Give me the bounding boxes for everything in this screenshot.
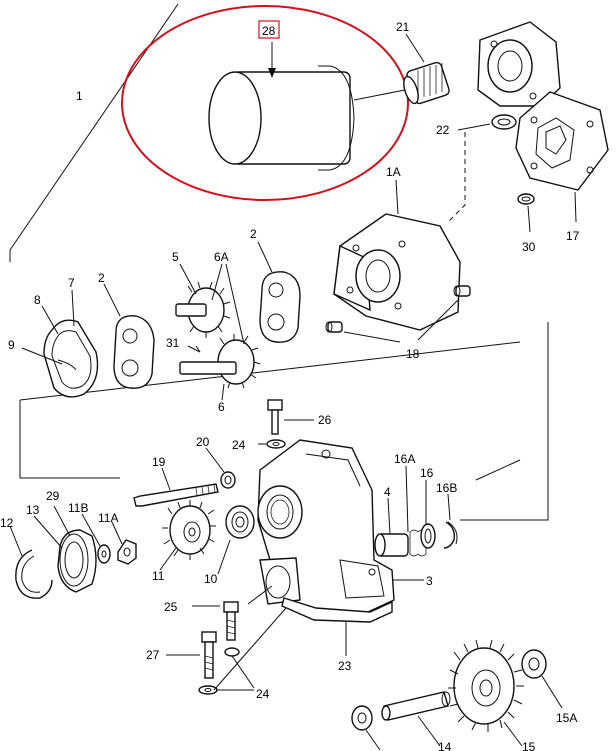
label-30: 30 xyxy=(522,240,536,254)
label-1: 1 xyxy=(76,89,83,103)
label-6A: 6A xyxy=(214,250,229,264)
snap-ring-part-12 xyxy=(9,525,53,599)
driven-gear-part-6 xyxy=(179,334,261,401)
label-8: 8 xyxy=(34,293,41,307)
spur-gear-part-11 xyxy=(159,500,216,571)
threaded-nipple-part-21 xyxy=(403,33,450,105)
label-10: 10 xyxy=(204,572,218,586)
idler-gear-part-15 xyxy=(448,639,524,747)
label-28[interactable]: 28 xyxy=(262,24,276,38)
label-12: 12 xyxy=(0,516,14,530)
dowel-pins-part-18 xyxy=(325,285,471,343)
bearing-part-10 xyxy=(217,505,255,575)
label-7: 7 xyxy=(68,276,75,290)
bolt-part-25 xyxy=(192,601,239,641)
washer-part-24-top xyxy=(258,439,286,449)
label-2-right: 2 xyxy=(250,227,257,241)
bearing-plate-part-2-right xyxy=(257,241,301,343)
drive-gear-part-5 xyxy=(175,263,231,338)
label-19: 19 xyxy=(152,455,166,469)
label-16A: 16A xyxy=(394,452,415,466)
label-15A: 15A xyxy=(556,711,577,725)
label-15: 15 xyxy=(522,740,536,751)
assembly-bracket-lines xyxy=(9,3,549,521)
bolt-part-26 xyxy=(267,399,314,435)
label-17: 17 xyxy=(566,229,580,243)
adapter-plate-part-17 xyxy=(515,91,609,223)
label-23: 23 xyxy=(338,659,352,673)
label-4: 4 xyxy=(384,485,391,499)
seal-ring-parts-7-8-9 xyxy=(21,289,99,398)
bearing-plate-part-2-left xyxy=(103,283,155,389)
label-16: 16 xyxy=(420,466,434,480)
label-29: 29 xyxy=(46,489,60,503)
label-14: 14 xyxy=(438,740,452,751)
bolt-part-27 xyxy=(166,631,217,679)
gasket-part-22 xyxy=(457,114,517,131)
filter-head xyxy=(477,21,561,107)
label-1A: 1A xyxy=(386,165,401,179)
label-20: 20 xyxy=(196,435,210,449)
label-24-bottom: 24 xyxy=(256,687,270,701)
sleeve-parts-13-29 xyxy=(33,505,97,593)
callout-labels: 1 28 21 22 1A 17 30 2 5 6A 7 2 8 9 31 18… xyxy=(0,20,580,751)
pump-cover-part-3 xyxy=(257,439,424,623)
label-11: 11 xyxy=(152,569,165,583)
washer-part-20 xyxy=(205,447,236,489)
label-3: 3 xyxy=(426,574,433,588)
long-bolt-part-19 xyxy=(133,467,219,507)
label-21: 21 xyxy=(396,20,410,34)
label-26: 26 xyxy=(318,413,332,427)
label-2-left: 2 xyxy=(98,271,105,285)
label-25: 25 xyxy=(164,600,178,614)
o-ring-part-30 xyxy=(517,193,535,233)
shaft-part-14 xyxy=(381,691,451,747)
leader-part-23 xyxy=(213,585,347,691)
label-18: 18 xyxy=(406,347,420,361)
highlight-oval xyxy=(121,5,409,201)
key-part-31 xyxy=(187,345,201,353)
oil-filter-part-28[interactable] xyxy=(208,42,416,171)
label-6: 6 xyxy=(218,400,225,414)
label-31: 31 xyxy=(166,336,180,350)
label-22: 22 xyxy=(436,123,450,137)
relief-valve-parts xyxy=(374,465,458,557)
selected-label-box xyxy=(258,20,280,39)
label-9: 9 xyxy=(8,338,15,352)
label-27: 27 xyxy=(146,648,160,662)
leader-part-6A xyxy=(211,263,245,345)
label-11A: 11A xyxy=(98,511,118,525)
label-5: 5 xyxy=(172,250,179,264)
nut-part-11A xyxy=(111,521,137,565)
washer-bottom-left xyxy=(351,705,381,751)
label-16B: 16B xyxy=(436,481,457,495)
washer-part-11B xyxy=(81,513,111,564)
washers-part-24-bottom xyxy=(198,647,255,695)
label-11B: 11B xyxy=(68,501,88,515)
washer-part-15A xyxy=(521,649,563,709)
label-13: 13 xyxy=(26,503,40,517)
label-24-top: 24 xyxy=(232,438,246,452)
pump-body-part-1A xyxy=(333,179,461,331)
